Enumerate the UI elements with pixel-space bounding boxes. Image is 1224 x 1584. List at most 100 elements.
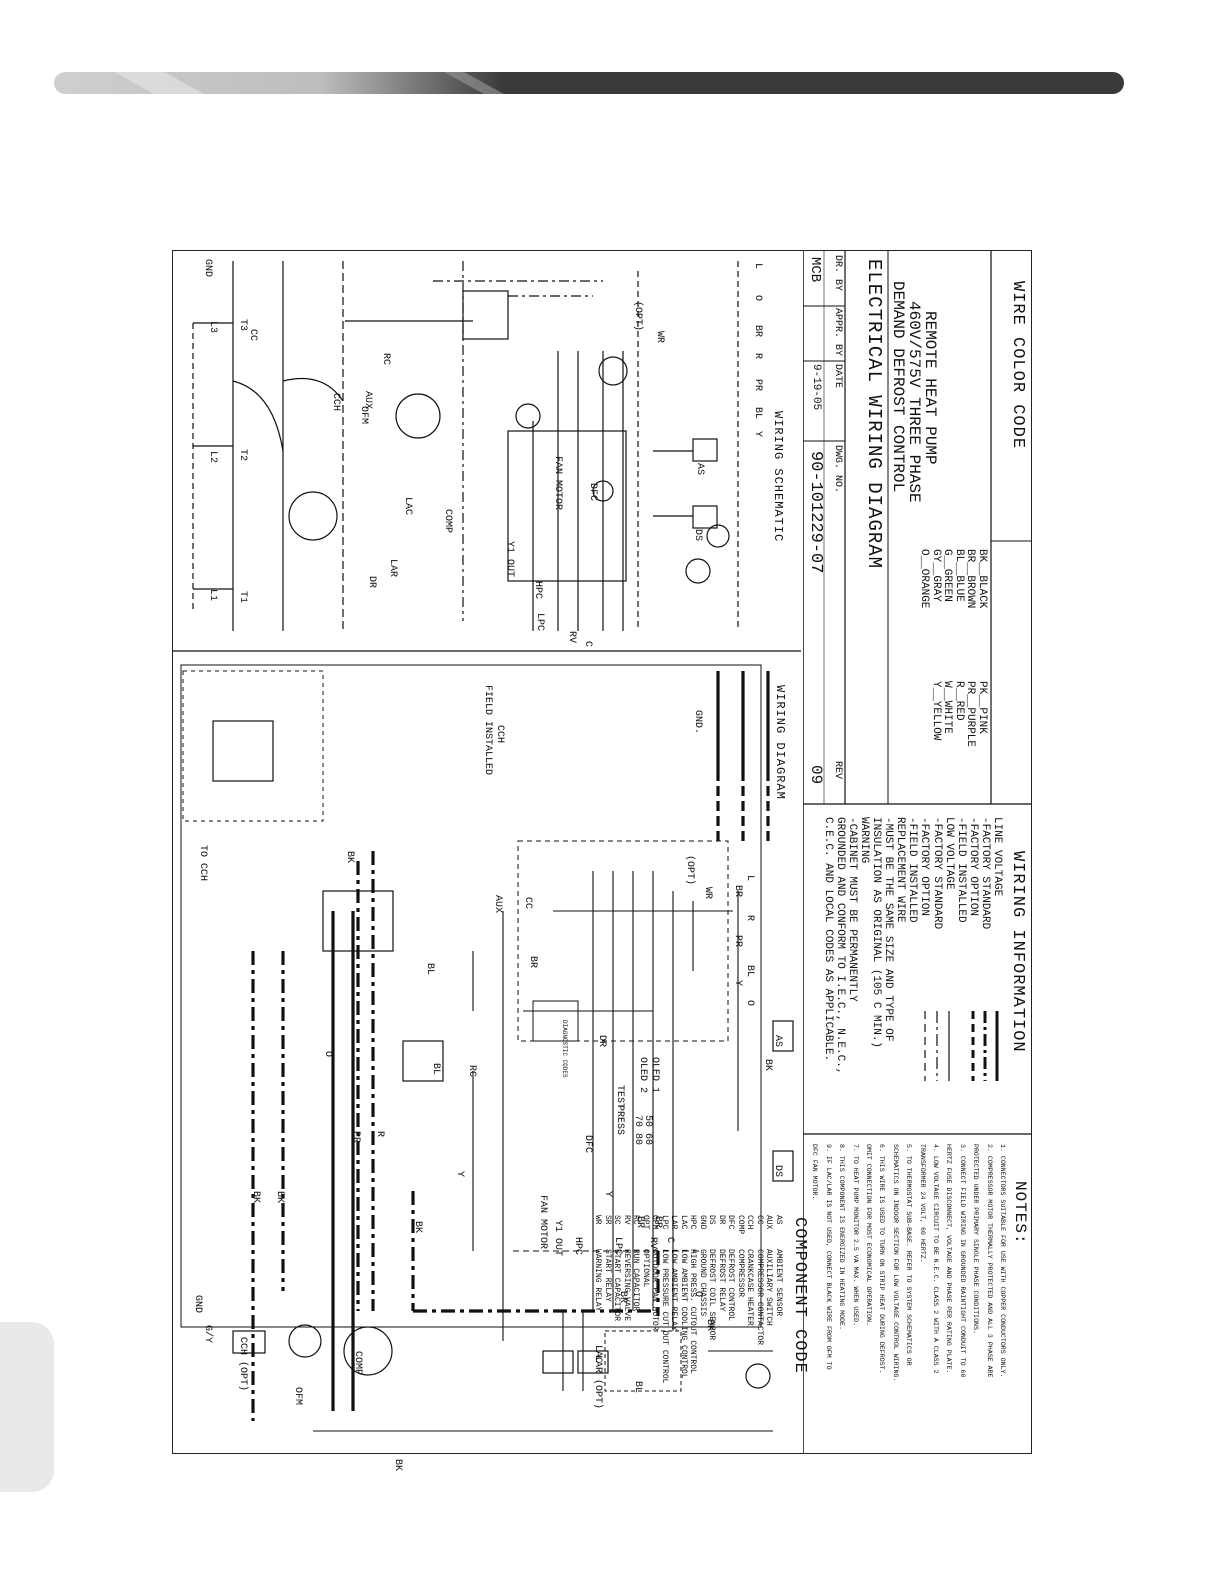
terminal-label: PR — [732, 935, 743, 948]
fan-motor-label: FAN MOTOR — [552, 456, 563, 511]
cch-opt-label: CCH (OPT) — [237, 1337, 248, 1392]
note-item: 3. CONNECT FIELD WIRING IN GROUNDED RAIN… — [958, 1144, 966, 1378]
schematic-lines — [192, 261, 739, 631]
lar-opt-label: LAR (OPT) — [592, 1355, 603, 1410]
dwg-value: 90-101229-07 — [806, 451, 825, 574]
note-item: SCHEMATICS ON INDOOR SECTION FOR LOW VOL… — [891, 1144, 899, 1382]
note-item: 1. CONNECTORS SUITABLE FOR USE WITH COPP… — [999, 1144, 1006, 1378]
ds-label: DS — [772, 1165, 783, 1178]
rv-label: RV — [566, 631, 577, 644]
to-cch-label: TO CCH — [197, 845, 208, 882]
wire-label: BR — [527, 956, 538, 969]
title-block-line2: 460V/575V THREE PHASE — [905, 301, 923, 503]
wiring-info-line: -CABINET MUST BE PERMANENTLY — [845, 817, 858, 1002]
wire-label: Y — [454, 1171, 465, 1178]
wiring-info-line: LINE VOLTAGE — [991, 817, 1003, 897]
note-item: 8. THIS COMPONENT IS ENERGIZED IN HEATIN… — [838, 1144, 846, 1330]
note-item: HERTZ FUSE DISCONNECT, VOLTAGE AND PHASE… — [945, 1144, 953, 1374]
title-block-line3: DEMAND DEFROST CONTROL — [889, 281, 907, 493]
t3-label: T3 — [237, 319, 248, 332]
notes-list: 1. CONNECTORS SUITABLE FOR USE WITH COPP… — [808, 1144, 1009, 1381]
wire-color-item: Y__YELLOW — [930, 681, 942, 741]
terminal-label: BR — [752, 325, 763, 338]
terminal-label: Y — [732, 980, 743, 987]
note-item: PROTECTED UNDER PRIMARY SINGLE PHASE CON… — [972, 1144, 980, 1334]
dr-label: DR — [596, 1035, 607, 1048]
wire-label: O — [692, 1291, 703, 1298]
note-item: 5. TO THERMOSTAT SUB-BASE. REFER TO SYST… — [905, 1144, 913, 1366]
wire-label: PR — [350, 1131, 361, 1144]
wiring-info-line: WARNING — [857, 817, 870, 864]
lpc-label: LPC — [612, 1237, 623, 1256]
wiring-info-line: -FIELD INSTALLED — [954, 817, 967, 923]
wiring-info-line: REPLACEMENT WIRE — [894, 817, 907, 923]
wiring-info-line: -MUST BE THE SAME SIZE AND TYPE OF — [882, 817, 895, 1042]
dfc-label: DFC — [582, 1135, 593, 1154]
rev-value: 09 — [807, 765, 825, 785]
oled1-label: OLED 1 — [649, 1057, 660, 1094]
wire-label: BR — [652, 1216, 663, 1229]
gnd-label: GND. — [692, 710, 703, 735]
wire-color-item: BK__BLACK — [976, 549, 988, 609]
oled2-label: OLED 2 — [637, 1057, 648, 1094]
wire-label: R — [374, 1131, 385, 1138]
l1-label: L1 — [207, 589, 218, 602]
title-block-title: ELECTRICAL WIRING DIAGRAM — [863, 259, 885, 570]
wire-label: BR — [617, 1291, 628, 1304]
dr-by-value: MCB — [807, 257, 823, 283]
wiring-info-line: GROUNDED AND CONFORM TO I.E.C., N.E.C., — [833, 817, 846, 1075]
wiring-diagram-sheet: ELECTRICAL WIRING DIAGRAM WIRE COLOR COD… — [172, 250, 1032, 1471]
wire-label: O — [322, 1051, 333, 1058]
wiring-info-title: WIRING INFORMATION — [1008, 851, 1027, 1053]
gnd2-label: GND — [192, 1295, 203, 1314]
note-item: OMIT CONNECTION FOR MOST ECONOMICAL OPER… — [864, 1144, 872, 1327]
terminal-label: BR — [732, 885, 743, 898]
diagram-labels: TO CCH FIELD INSTALLED CCH GND. AUX CC D… — [173, 665, 793, 1445]
terminal-label: O — [744, 1000, 755, 1007]
wire-color-item: BR__BROWN — [964, 549, 977, 609]
terminal-label: R — [744, 915, 755, 922]
diagram-lines — [182, 670, 794, 1432]
wr-label: WR — [702, 887, 713, 900]
lar-label: LAR — [387, 559, 398, 578]
schematic-caption: WIRING SCHEMATIC — [771, 411, 785, 543]
schematic-labels: GND CC AUX CCH COMP OFM RC DR LAR LAC (O… — [173, 251, 793, 651]
terminal-label: Y — [752, 431, 763, 438]
dr-label: DR — [366, 576, 377, 589]
wire-color-item: PR__PURPLE — [964, 681, 977, 748]
terminal-label: R — [752, 353, 763, 360]
wire-label: BR — [634, 1216, 645, 1229]
terminal-label: BL — [752, 407, 763, 420]
wire-color-item: O__ORANGE — [918, 549, 931, 609]
hpc-label: HPC — [572, 1237, 583, 1256]
note-item: TRANSFORMER 24 VOLT, 60 HERTZ. — [918, 1144, 926, 1263]
t2-label: T2 — [237, 449, 248, 462]
title-block-line1: REMOTE HEAT PUMP — [921, 311, 939, 465]
terminal-label: BL — [744, 965, 755, 978]
legend-frame — [802, 251, 1031, 1453]
diag-codes-label: DIAGNOSTIC CODES — [561, 1020, 568, 1078]
wiring-info-lines: LINE VOLTAGE -FACTORY STANDARD -FACTORY … — [822, 817, 1003, 1074]
wire-label: BK — [762, 1059, 773, 1072]
lac-label: LAC — [592, 1345, 603, 1364]
freq2-label: 50 60 — [642, 1115, 653, 1146]
wire-color-item: W__WHITE — [941, 681, 954, 734]
terminal-label: L — [744, 875, 755, 882]
note-item: 7. TO HEAT PUMP MONITOR 2.5 VA MAX. WHEN… — [851, 1144, 859, 1327]
gnd-label: GND — [202, 259, 213, 278]
wire-color-item: R__RED — [953, 681, 965, 721]
ofm-label: OFM — [358, 406, 369, 425]
note-item: 2. COMPRESSOR MOTOR THERMALLY PROTECTED … — [985, 1144, 993, 1378]
appr-label: APPR. BY — [832, 308, 843, 357]
terminal-label: PR — [752, 379, 763, 392]
opt-label: (OPT) — [684, 855, 695, 886]
y1out-label: Y1 OUT — [504, 541, 515, 578]
note-item: 9. IF LAC/LAR IS NOT USED, CONNECT BLACK… — [824, 1144, 832, 1370]
wire-label: Y — [602, 1191, 613, 1198]
notes-title: NOTES: — [1011, 1181, 1029, 1245]
diagram-caption: WIRING DIAGRAM — [773, 685, 787, 800]
c-label: C — [582, 641, 593, 648]
wire-label: BK — [412, 1221, 423, 1234]
cc-label: CC — [522, 897, 533, 910]
rc-label: RC — [380, 353, 391, 366]
